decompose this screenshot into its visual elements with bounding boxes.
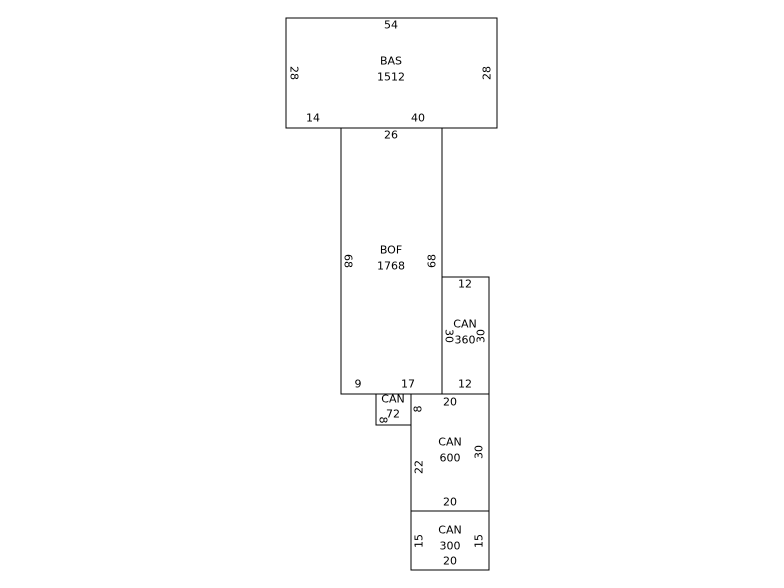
dim-can-360-bottom: 12 xyxy=(458,378,472,391)
dim-can-600-right: 30 xyxy=(473,445,486,459)
area-can-600: CAN 600 20 22 30 20 xyxy=(410,393,490,512)
area-bof: BOF 1768 26 68 68 9 17 xyxy=(340,127,443,395)
dim-can-600-left: 22 xyxy=(413,460,426,474)
area-can-360: CAN 360 12 30 30 12 xyxy=(441,276,490,395)
dim-can-300-right: 15 xyxy=(473,534,486,548)
dim-bof-bottom-left: 9 xyxy=(355,378,362,391)
dim-bof-bottom-right: 17 xyxy=(401,378,415,391)
area-can-72-size: 72 xyxy=(386,408,400,421)
dim-can-360-left: 30 xyxy=(443,329,456,343)
area-can-72-code: CAN xyxy=(381,393,404,406)
dim-can-72-right: 8 xyxy=(412,406,425,413)
dim-can-72-left: 8 xyxy=(377,417,390,424)
dim-bas-bottom-right: 40 xyxy=(411,112,425,125)
dim-can-360-right: 30 xyxy=(475,329,488,343)
dim-can-600-top: 20 xyxy=(443,396,457,409)
dim-can-300-left: 15 xyxy=(413,534,426,548)
area-can-72: CAN 72 8 8 xyxy=(375,393,425,426)
dim-bof-left: 68 xyxy=(342,254,355,268)
area-can-300: CAN 300 15 15 20 xyxy=(410,510,490,571)
area-can-360-size: 360 xyxy=(455,334,476,347)
dim-bas-bottom-left: 14 xyxy=(306,112,320,125)
area-bof-size: 1768 xyxy=(377,260,405,273)
dim-can-600-bottom: 20 xyxy=(443,496,457,509)
dim-can-300-bottom: 20 xyxy=(443,555,457,568)
area-can-300-code: CAN xyxy=(438,524,461,537)
dim-bas-top: 54 xyxy=(384,19,398,32)
area-bas-size: 1512 xyxy=(377,71,405,84)
dim-bas-right: 28 xyxy=(481,66,494,80)
area-can-300-outline xyxy=(410,510,490,571)
area-can-300-size: 300 xyxy=(440,540,461,553)
area-can-600-size: 600 xyxy=(440,452,461,465)
dim-bas-left: 28 xyxy=(288,66,301,80)
area-bof-code: BOF xyxy=(380,244,402,257)
area-can-360-code: CAN xyxy=(453,318,476,331)
area-bas: BAS 1512 54 28 28 14 40 xyxy=(285,17,498,129)
area-can-600-code: CAN xyxy=(438,436,461,449)
dim-can-360-top: 12 xyxy=(458,278,472,291)
area-bas-code: BAS xyxy=(380,55,402,68)
dim-bof-top: 26 xyxy=(384,129,398,142)
dim-bof-right: 68 xyxy=(426,254,439,268)
